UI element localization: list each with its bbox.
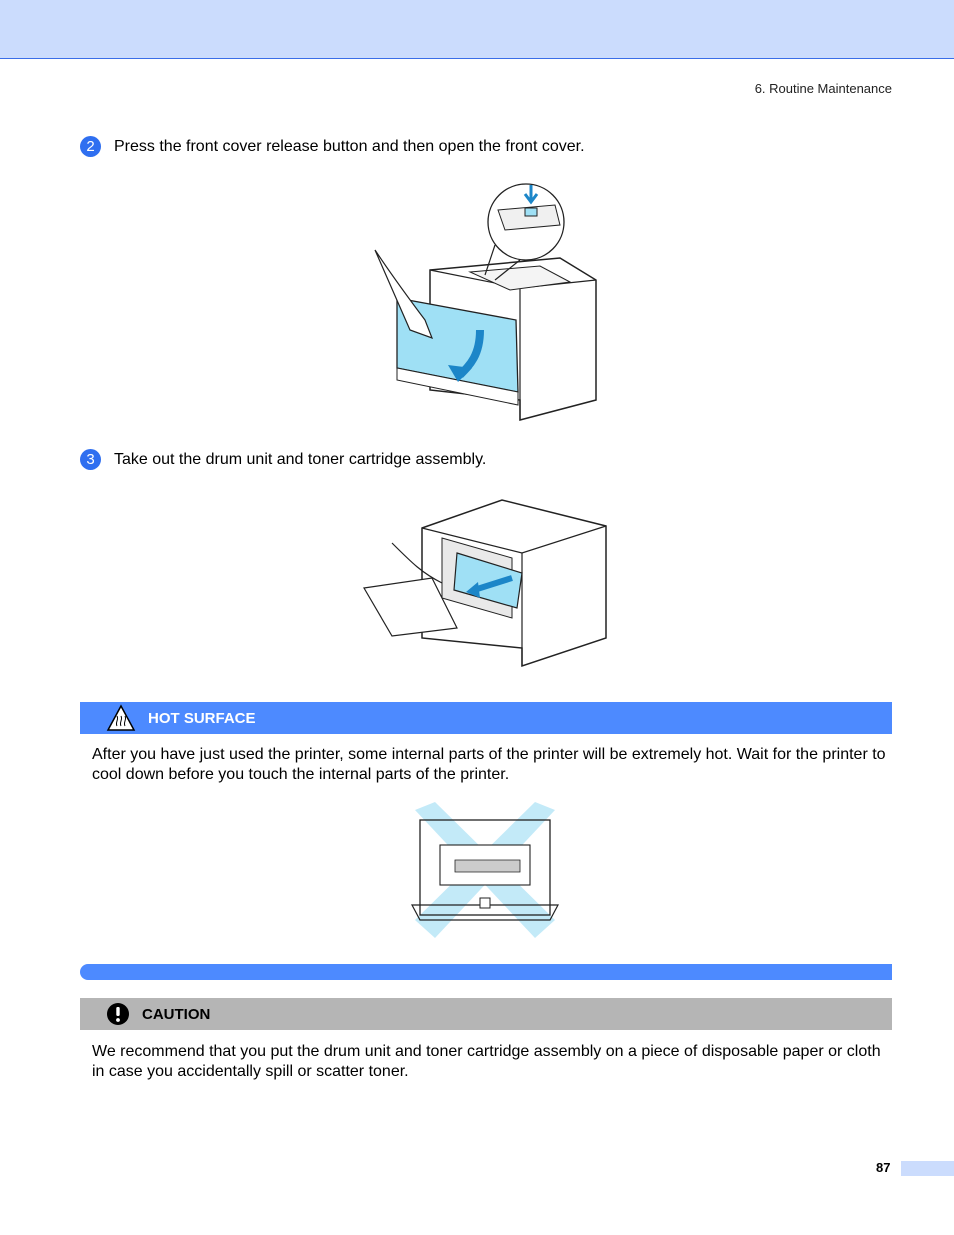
down-arrow-icon: [523, 185, 539, 205]
caution-label: CAUTION: [142, 1006, 211, 1023]
caution-banner: CAUTION: [80, 998, 892, 1030]
printer-open-cover-illustration: [374, 183, 597, 421]
footer-accent-box: [901, 1161, 954, 1176]
page-number: 87: [876, 1160, 891, 1175]
step-text: Take out the drum unit and toner cartrid…: [114, 450, 487, 468]
running-header: 6. Routine Maintenance: [754, 81, 892, 96]
caution-text: We recommend that you put the drum unit …: [92, 1043, 881, 1080]
hot-surface-text: After you have just used the printer, so…: [92, 746, 886, 783]
step-number-badge: 3: [80, 449, 101, 470]
step-2: 2 Press the front cover release button a…: [80, 136, 585, 157]
printer-remove-drum-illustration: [363, 499, 607, 668]
step-number-badge: 2: [80, 136, 101, 157]
hot-surface-icon: [106, 704, 136, 731]
step-text: Press the front cover release button and…: [114, 137, 585, 155]
step-3: 3 Take out the drum unit and toner cartr…: [80, 449, 486, 470]
hot-surface-end-bar: [80, 964, 892, 980]
hot-surface-banner: HOT SURFACE: [80, 702, 892, 734]
top-header-band: [0, 0, 954, 59]
caution-exclamation-icon: [107, 1003, 129, 1025]
hot-surface-label: HOT SURFACE: [148, 710, 256, 727]
printer-internal-crossed-illustration: [411, 802, 559, 938]
